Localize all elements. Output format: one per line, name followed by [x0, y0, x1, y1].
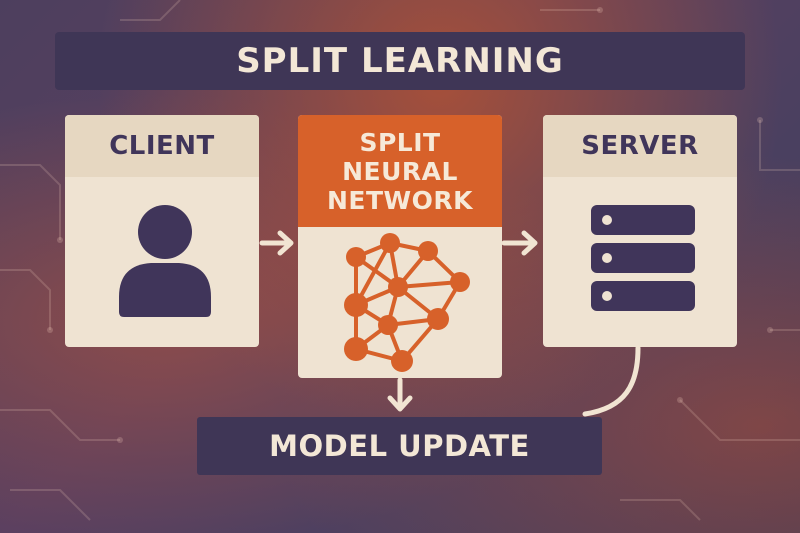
split-network-header: SPLIT NEURAL NETWORK: [298, 115, 502, 227]
model-update-banner: MODEL UPDATE: [197, 417, 602, 475]
server-rack-icon: [591, 205, 695, 311]
split-network-label-line-3: NETWORK: [326, 185, 473, 215]
neural-network-icon: [344, 233, 470, 372]
split-network-box: SPLIT NEURAL NETWORK: [298, 115, 502, 378]
client-label: CLIENT: [109, 131, 215, 161]
client-body: [65, 177, 259, 347]
diagram-title: SPLIT LEARNING: [236, 41, 564, 81]
split-network-body: [298, 227, 502, 378]
client-box: CLIENT: [65, 115, 259, 347]
model-update-label: MODEL UPDATE: [269, 429, 530, 463]
server-label: SERVER: [581, 131, 699, 161]
server-header: SERVER: [543, 115, 737, 177]
client-header: CLIENT: [65, 115, 259, 177]
split-network-label-line-2: NEURAL: [342, 156, 458, 186]
server-box: SERVER: [543, 115, 737, 347]
user-icon: [119, 205, 211, 317]
split-network-label-line-1: SPLIT: [359, 127, 441, 157]
title-banner: SPLIT LEARNING: [55, 32, 745, 90]
server-body: [543, 177, 737, 347]
